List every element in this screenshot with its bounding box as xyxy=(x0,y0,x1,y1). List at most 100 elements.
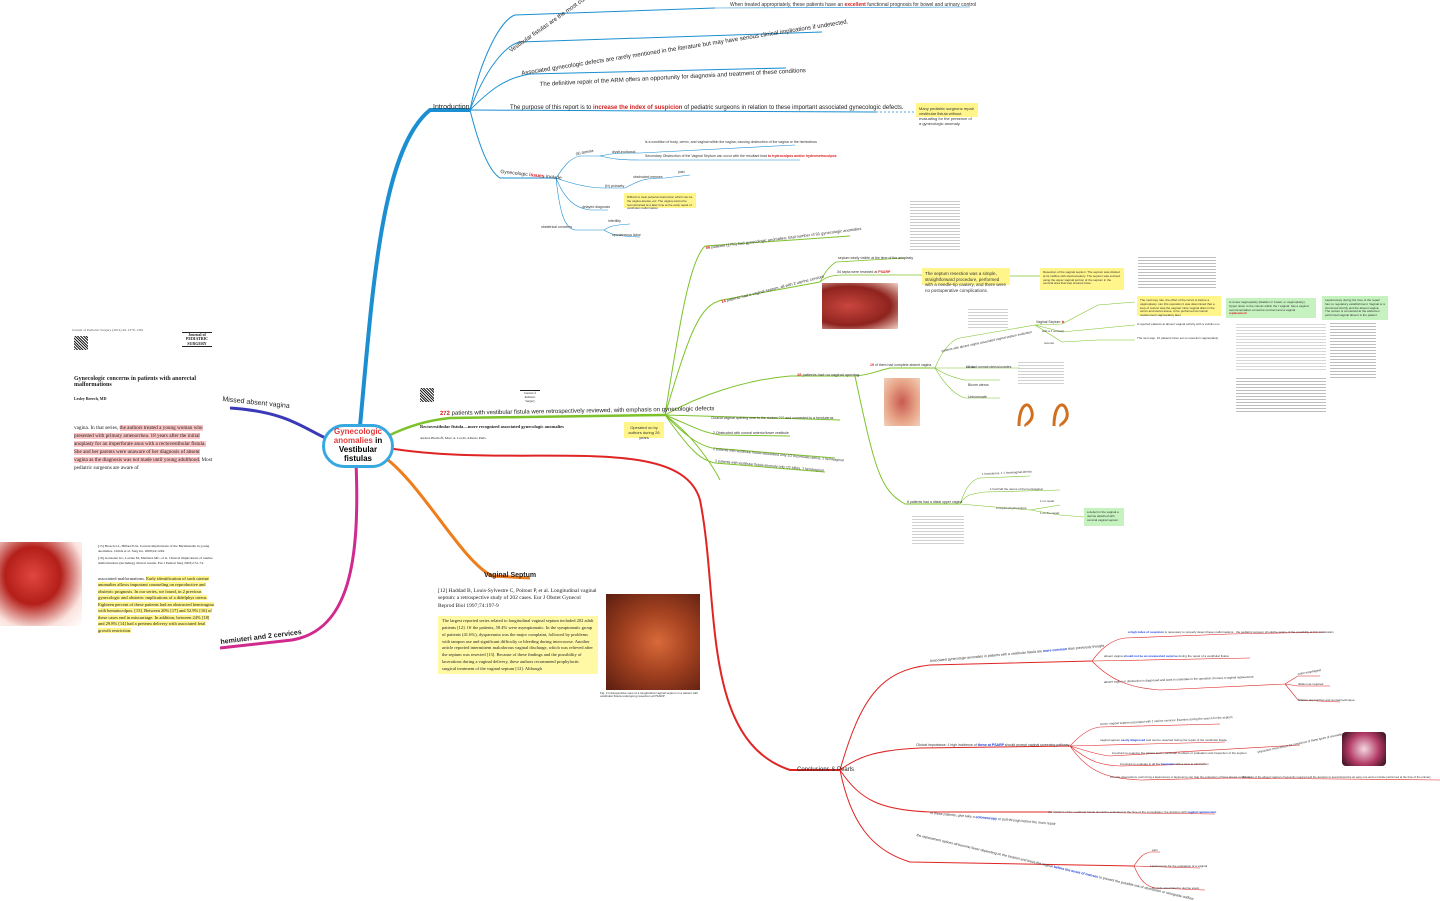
branch-conclusions-line xyxy=(387,447,840,771)
conc-c2f[interactable]: from the observations, performing a lapa… xyxy=(1110,775,1251,779)
study-10-normal[interactable]: 10 had normal uterus/ovaries xyxy=(966,365,1012,369)
gyn-pubarty-note: Difficult to treat pubertal obstruction … xyxy=(624,193,696,210)
study-19-patients[interactable]: 19 of them had complete absent vagina xyxy=(870,363,932,367)
study-septum-note: The septum resection was a simple, strai… xyxy=(922,268,1010,293)
gyn-sub-infertility[interactable]: infertility xyxy=(608,219,621,223)
gyn-sub-septum-text: Secondary Obstruction of the Vaginal Sep… xyxy=(645,154,837,158)
uterus-drawing-c xyxy=(1014,394,1074,428)
study-vaginal-septum-sub[interactable]: Vaginal Septum ★ xyxy=(1036,320,1065,324)
study-opt-reconst[interactable]: reconst xyxy=(1044,341,1054,345)
uterus-drawing-top xyxy=(910,200,960,250)
study-absent-vagina-photo xyxy=(884,378,920,426)
conc-c4a[interactable]: pain xyxy=(1152,848,1158,852)
doc-main-study: Journal of Pediatric Surgery Rectovestib… xyxy=(420,388,660,458)
doc-main-authors: Andrea Bischoff, Marc A. Levitt, Alberto… xyxy=(420,436,486,440)
conc-c4c[interactable]: Gonads associated to uterine exam xyxy=(1152,886,1200,890)
qr-code-icon xyxy=(74,336,88,350)
study-cloacal[interactable]: Cloacal vaginal opening near to the rect… xyxy=(711,416,834,420)
conc-c2[interactable]: Clinical importance: 1 high incidence of… xyxy=(916,743,1070,747)
septum-surgical-photo xyxy=(606,594,700,690)
study-septum-visible[interactable]: septum easily visible at the time of the… xyxy=(838,256,914,260)
study-septum-lines xyxy=(819,257,1040,283)
study-absent-lines xyxy=(934,301,1136,399)
central-topic-line3: Vestibular fistulas xyxy=(338,445,378,463)
study-28-patients[interactable]: 28 patients had no vaginal opening xyxy=(797,372,860,377)
doc-hemi-body: associated malformations. Early identifi… xyxy=(98,575,214,633)
conc-c4b[interactable]: Laparoscopy for the evaluation of a vagi… xyxy=(1150,864,1208,868)
gyn-sub-dysfunctional[interactable]: dysfunctional xyxy=(612,149,636,154)
central-topic[interactable]: Gynecologic anomalies in Vestibular fist… xyxy=(322,424,394,468)
study-hemi-note: a defect in the vaginal a uterine attach… xyxy=(1084,508,1124,526)
study-septum-photo xyxy=(822,283,898,329)
conc-c1a[interactable]: a high index of suspicion is necessary t… xyxy=(1128,630,1234,634)
study-septum-resected[interactable]: 34 septa were resected at PSARP xyxy=(837,270,891,274)
study-hemi-2[interactable]: 1 had half the uterus of the hemivaginal xyxy=(990,487,1043,491)
uterus-drawing-d xyxy=(912,516,964,544)
doc-main-title: Rectovestibular fistula—more recognized … xyxy=(420,424,564,429)
branch-study-line xyxy=(387,413,666,438)
gyn-sub-obstructed-menses[interactable]: obstructed menses xyxy=(633,175,663,179)
study-green-note-1: A review vaginoplasty (bladder or bowel,… xyxy=(1226,298,1316,318)
intro-link-2 xyxy=(469,31,823,111)
study-anatomy-drawing-3 xyxy=(1330,322,1376,378)
central-topic-line2: anomalies in xyxy=(333,436,383,446)
gyn-sub-spontaneous[interactable]: spontaneous labor xyxy=(612,233,641,237)
study-opt-remnant[interactable]: with a 1 remnant xyxy=(1042,329,1065,333)
doc-septum-caption: Fig. 2 Intraoperative view of a longitud… xyxy=(600,691,699,698)
conc-c1c2[interactable]: dilation as required xyxy=(1298,682,1324,686)
doc-hemi-ref-2: [16] Gonzalez GL, Lavine M, Martinez MC,… xyxy=(98,556,213,566)
branch-introduction[interactable]: Introduction xyxy=(433,104,470,111)
study-hemi-6[interactable]: 6 patients had a distal upper vagina xyxy=(907,500,963,504)
gyn-sub-dysfunctional-text: is a condition of body, cervix, and vagi… xyxy=(645,140,817,144)
study-hemi-3[interactable]: 2 required hydrocolpos xyxy=(996,506,1027,510)
intro-link-1 xyxy=(469,7,716,111)
intro-link-3 xyxy=(469,67,787,111)
gyn-sub-pubarty[interactable]: (b) pubarty xyxy=(605,183,625,188)
doc-hemiuteri: [15] Breech LL, Hillard PJA. Current imp… xyxy=(98,544,216,674)
gyn-sub-pain[interactable]: pain xyxy=(678,170,685,174)
doc-missed-header: Journal of Pediatric Surgery (2014) 49, … xyxy=(72,328,144,332)
doc-main-qr-icon xyxy=(420,388,434,402)
conc-c2b[interactable]: vaginal septum easily diagnosed and can … xyxy=(1100,738,1227,742)
hemiuteri-illustration xyxy=(0,542,82,626)
study-anatomy-drawing-2 xyxy=(1236,378,1326,412)
central-topic-line1: Gynecologic xyxy=(333,427,382,437)
conclusion-c3-lines xyxy=(1051,811,1216,815)
intro-link-gyn xyxy=(469,109,556,179)
conc-c3-side: the relations of the vestibular fistula … xyxy=(1048,810,1217,814)
conc-c2e[interactable]: important to evaluate in all the hemiute… xyxy=(1120,762,1209,766)
conclusion-sub-lines xyxy=(839,660,1135,867)
doc-septum-ref: [12] Haddad B, Louis-Sylvestre C, Poitou… xyxy=(438,588,597,609)
conc-c1b[interactable]: absent vagina should not be an unexpecte… xyxy=(1104,654,1229,658)
intro-topic-4[interactable]: The purpose of this report is to increas… xyxy=(510,105,904,111)
doc-septum-body: The largest reported series related to l… xyxy=(438,616,598,675)
doc-main-logo: Journal of Pediatric Surgery xyxy=(520,390,540,403)
study-obstructed[interactable]: 2 Obstructed with normal anterior/lower … xyxy=(713,431,789,435)
doc-missed-logo: Journal of PEDIATRIC SURGERY xyxy=(182,332,212,348)
doc-missed-body: vagina. In that series, the authors trea… xyxy=(74,425,213,472)
study-yellow-note-1: The most key role, the effort of the cer… xyxy=(1137,296,1221,317)
gyn-sub-obstetrical[interactable]: obstetrical concerns xyxy=(541,225,573,229)
branch-conclusions[interactable]: Conclusions & Pearls xyxy=(797,767,855,773)
study-unicorn[interactable]: Unicornuate xyxy=(968,395,987,399)
intro-topic-1-side: When treated appropriately, these patien… xyxy=(730,2,977,8)
study-hemi-3b[interactable]: 1 on the repair xyxy=(1040,511,1060,515)
gyn-sub-lines xyxy=(555,144,800,238)
branch-vaginal-septum[interactable]: Vaginal Septum xyxy=(484,572,537,579)
study-hemi-lines xyxy=(959,475,1085,518)
study-anatomy-drawing-1 xyxy=(1138,256,1216,288)
gyn-sub-delayed[interactable]: delayed diagnosis xyxy=(582,205,611,209)
conclusion-c4-lines xyxy=(1133,851,1206,891)
conclusion-c2-lines xyxy=(1069,723,1440,781)
doc-missed-title: Gynecologic concerns in patients with an… xyxy=(74,376,197,388)
study-yellow-note-2: A rejected patients at absent vaginal ac… xyxy=(1137,322,1220,326)
doc-hemi-ref-1: [15] Breech LL, Hillard PJA. Current imp… xyxy=(98,544,210,553)
study-opt-fistula[interactable]: Fistula xyxy=(966,365,975,369)
conc-c2d[interactable]: important to examine the patient and in … xyxy=(1112,751,1247,755)
study-bicorn[interactable]: Bicorn uterus xyxy=(968,383,989,387)
study-hemi-3a[interactable]: 1 no repair xyxy=(1040,499,1055,503)
conc-c1c3[interactable]: Dilation approaches and an ileal techniq… xyxy=(1298,698,1355,702)
branch-septum-line xyxy=(379,452,531,580)
study-yellow-note-3: The next step. 10 patients have set vs r… xyxy=(1137,336,1219,340)
